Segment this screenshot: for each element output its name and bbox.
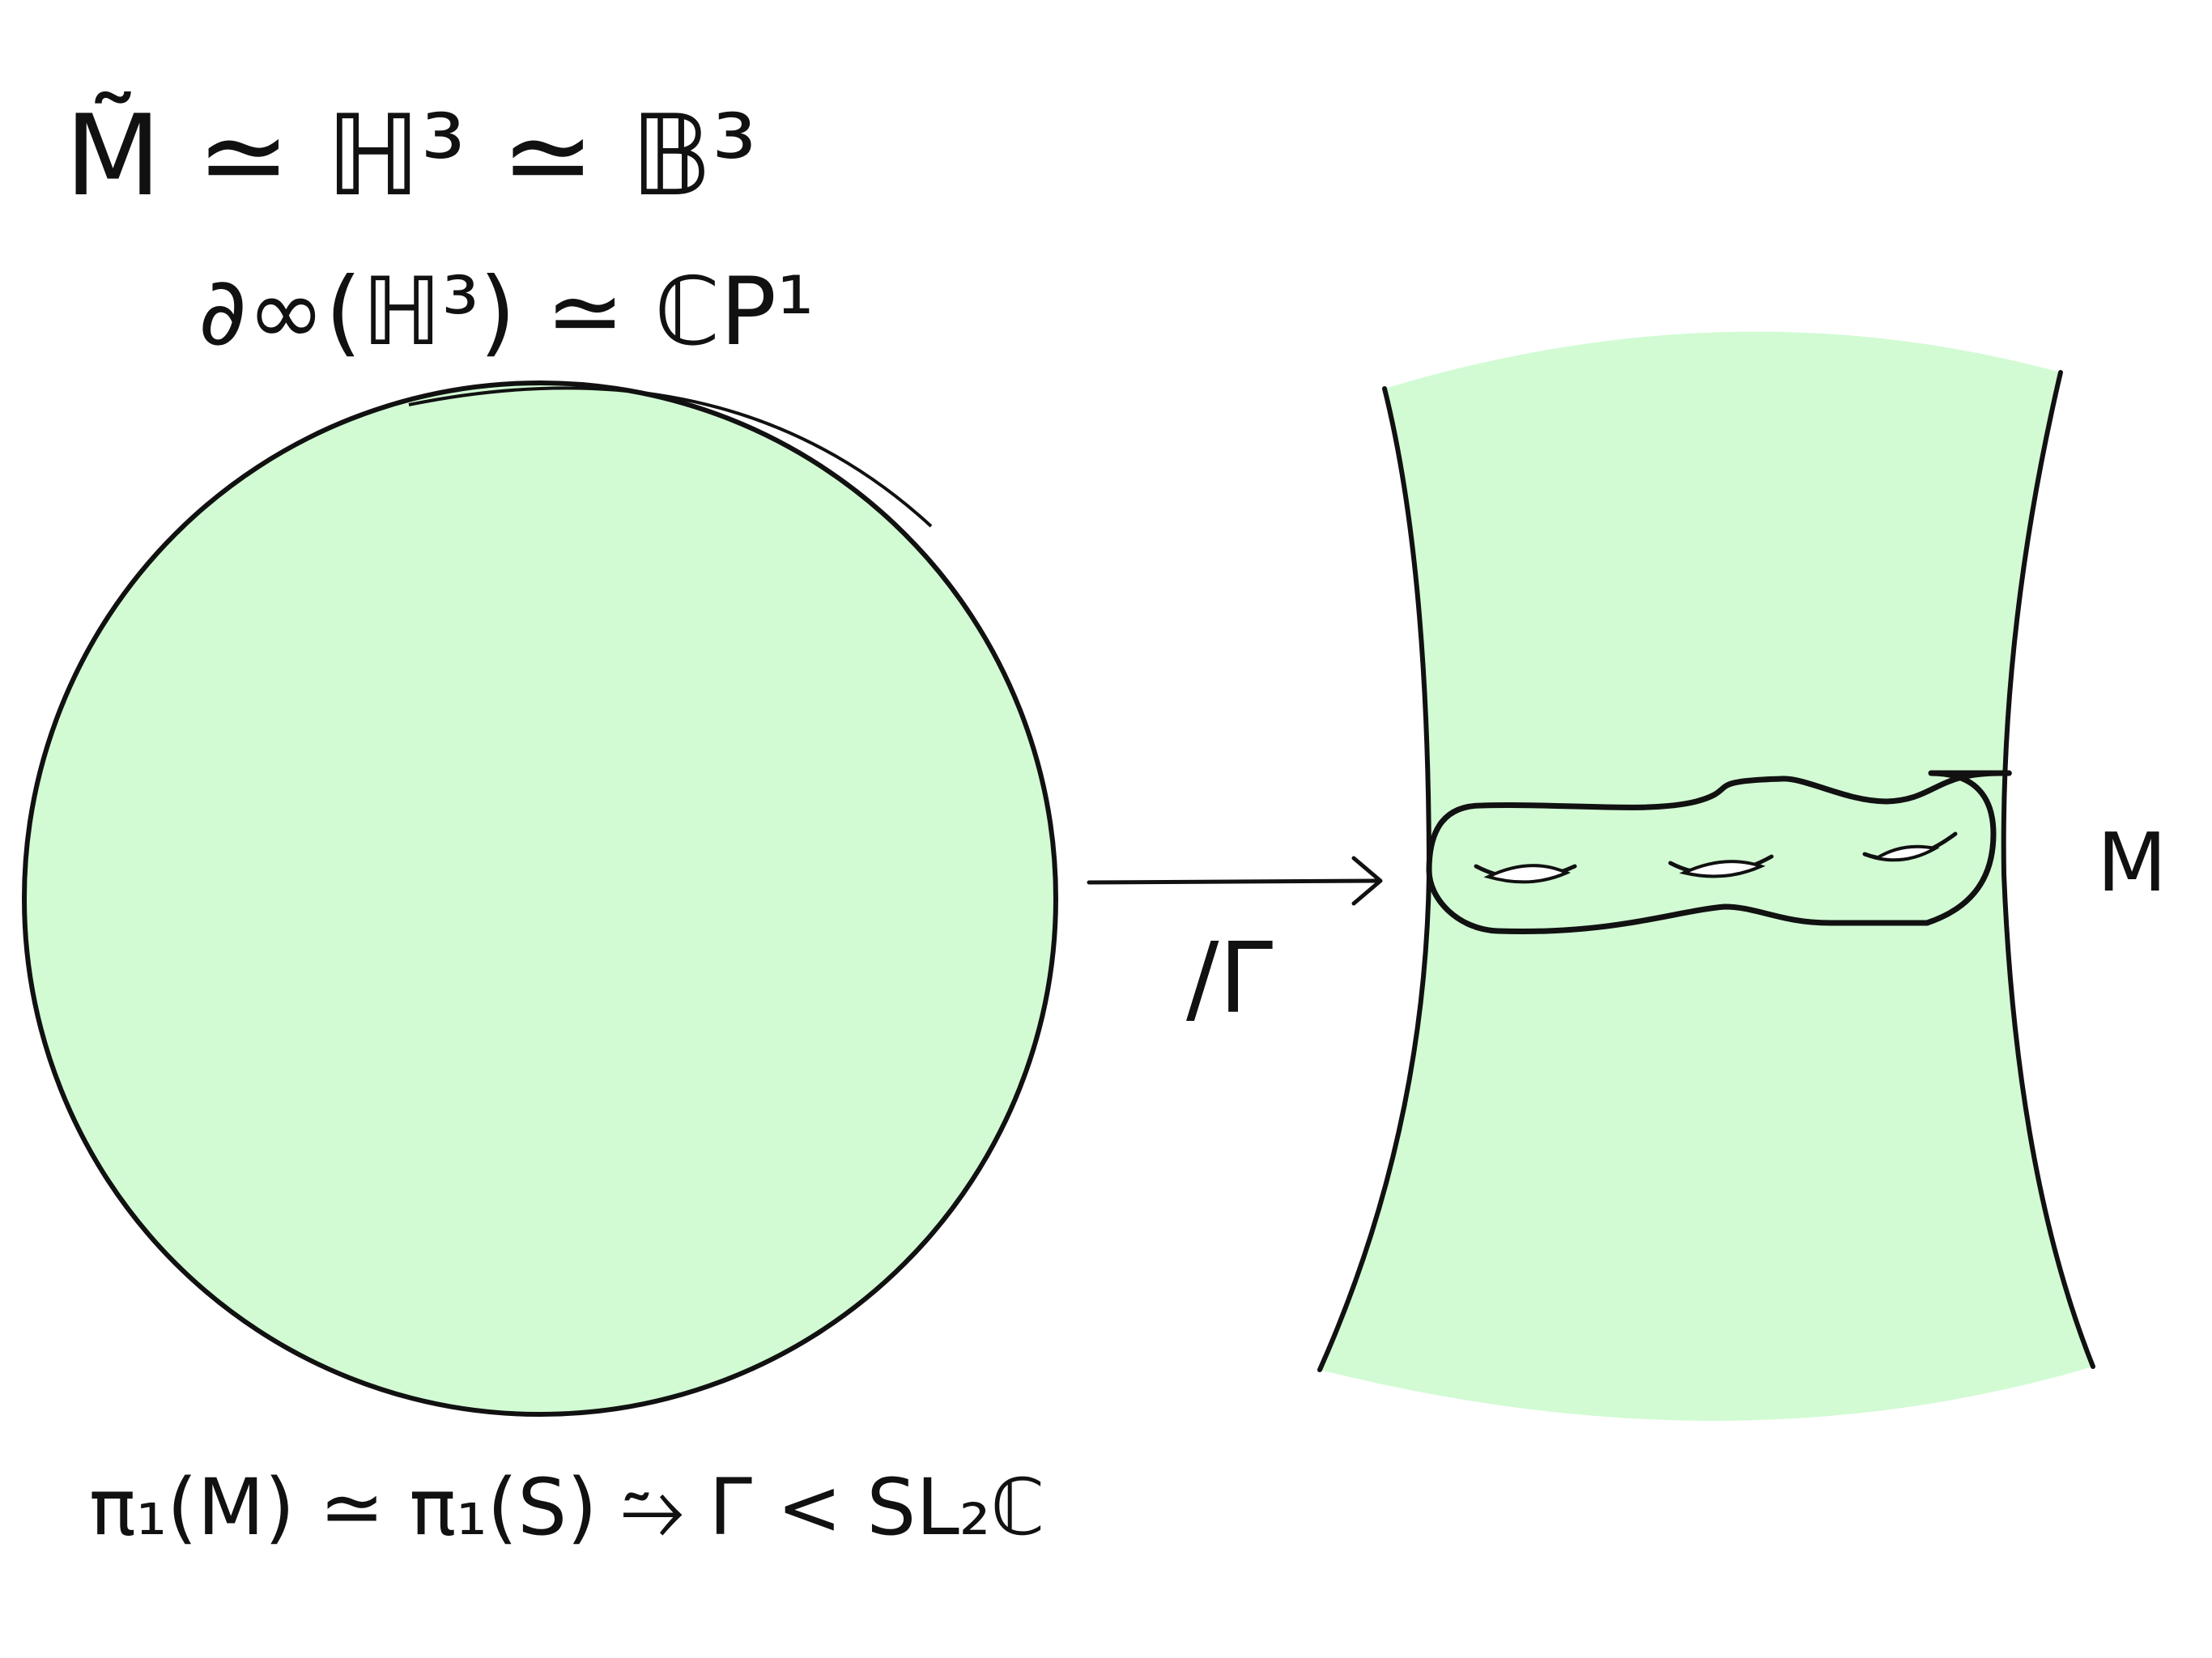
- manifold-right-edge: [2001, 370, 2095, 1369]
- label-boundary-at-infinity: ∂∞(ℍ³) ≃ ℂP¹: [198, 257, 815, 367]
- label-manifold: M: [2097, 815, 2167, 910]
- ball-outline-emphasis: [408, 386, 933, 528]
- quotient-arrow: [1087, 856, 1383, 906]
- hole-3-upper-lip: [1872, 844, 1940, 862]
- label-universal-cover: M̃ ≃ ℍ³ ≃ 𝔹³: [65, 91, 757, 221]
- arrow-shaft: [1087, 878, 1379, 885]
- genus-three-surface: [1426, 770, 2012, 935]
- surface-hole-1: [1474, 864, 1577, 884]
- hyperbolic-ball: [22, 380, 1058, 1417]
- hole-1-upper-lip: [1483, 864, 1571, 884]
- surface-hole-2: [1668, 854, 1774, 878]
- hole-2-upper-lip: [1678, 860, 1766, 878]
- label-group-relation: π₁(M) ≃ π₁(S) ⥲ Γ < SL₂ℂ: [89, 1462, 1044, 1553]
- arrow-head: [1351, 856, 1383, 906]
- surface-outline: [1426, 770, 2012, 935]
- label-quotient-map: /Γ: [1186, 923, 1273, 1035]
- surface-hole-3: [1862, 831, 1958, 862]
- ball-disk: [22, 380, 1058, 1417]
